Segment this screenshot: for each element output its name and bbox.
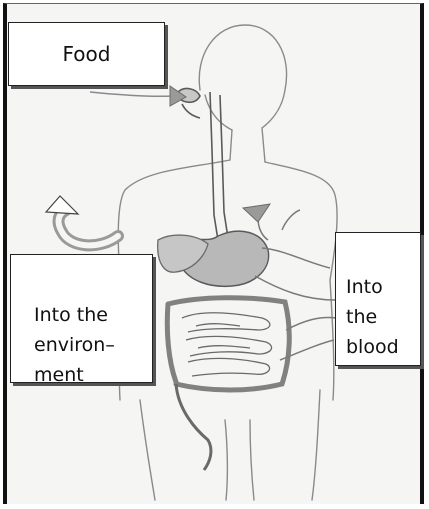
blood-label-text: Into the blood xyxy=(346,276,399,358)
blood-label: Into the blood xyxy=(335,232,421,366)
environment-arrow-icon xyxy=(46,196,118,245)
food-label: Food xyxy=(8,22,165,86)
large-intestine xyxy=(167,298,289,390)
environment-label-text: Into the environ– ment xyxy=(34,304,115,386)
blood-vessels xyxy=(255,210,336,360)
environment-label: Into the environ– ment xyxy=(10,254,153,383)
food-arrow-icon xyxy=(90,86,186,106)
small-intestine xyxy=(182,313,272,376)
food-label-text: Food xyxy=(63,39,111,69)
rectum xyxy=(176,384,211,470)
